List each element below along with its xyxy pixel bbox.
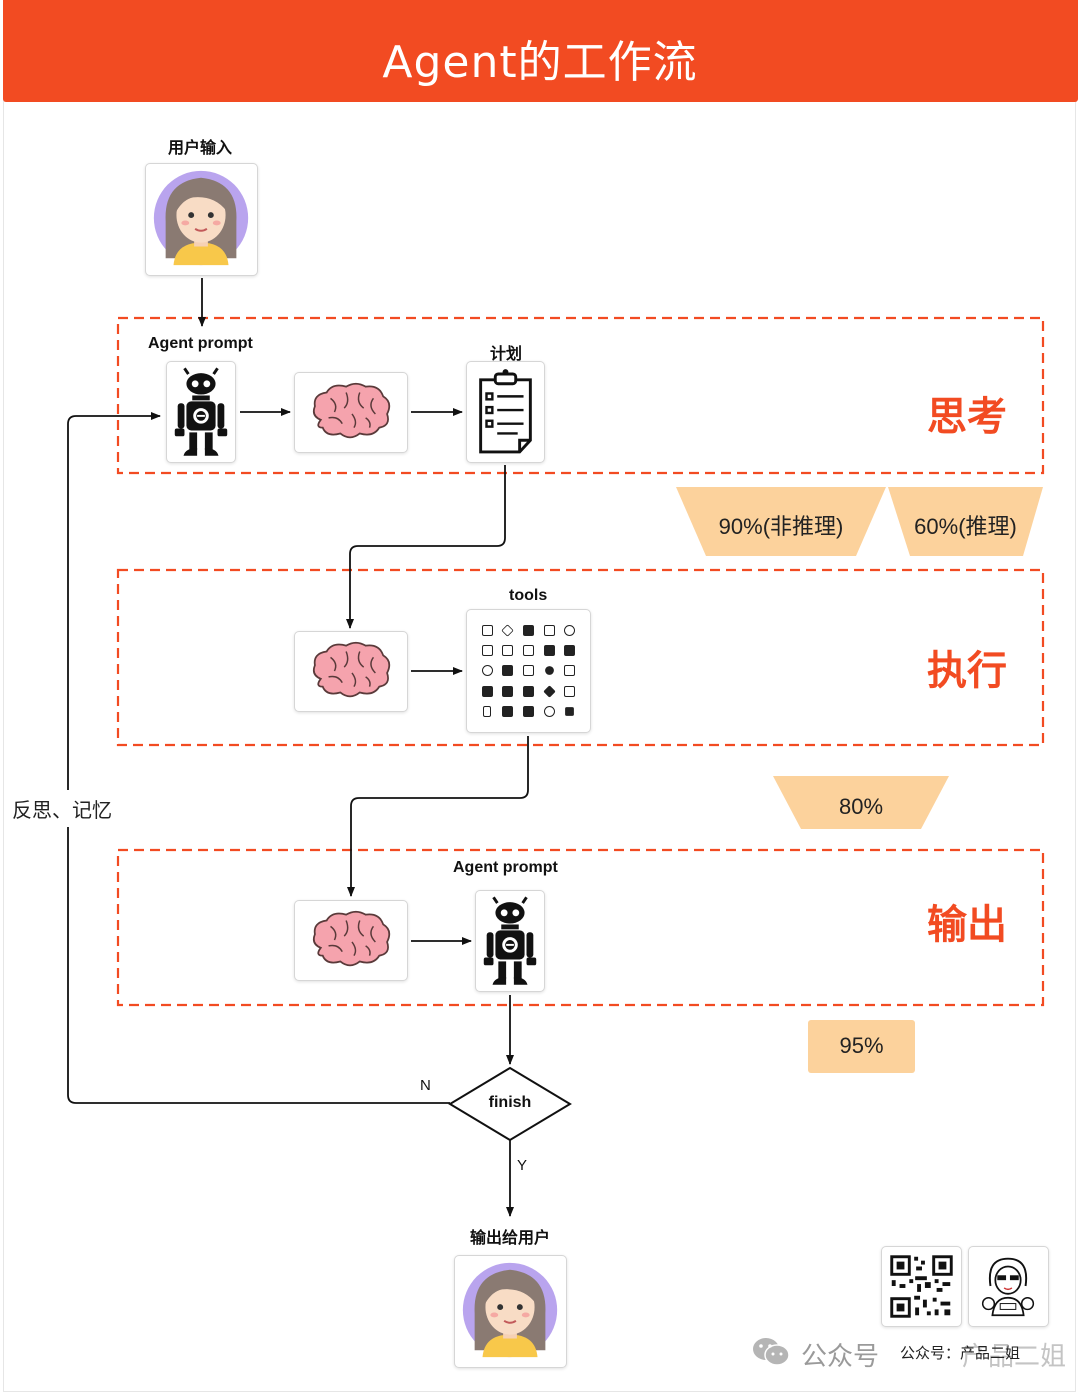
- phase-label-output: 输出: [927, 902, 1007, 948]
- rate-reasoning-text: 60%(推理): [914, 514, 1017, 539]
- agent-robot-card-top: [166, 361, 236, 463]
- branch-yes-label: Y: [517, 1157, 528, 1174]
- brain-card-execute: [294, 631, 408, 712]
- rate-non-reasoning-text: 90%(非推理): [718, 514, 844, 539]
- phase-label-execute: 执行: [927, 648, 1007, 694]
- user-avatar-card: [145, 163, 258, 276]
- brain-icon: [312, 382, 391, 439]
- watermark-account-text: 公众号：产品二姐: [900, 1345, 1021, 1362]
- watermark-wechat-text: 公众号: [801, 1341, 880, 1371]
- qr-code-card: [881, 1246, 962, 1327]
- phase-box-output: [116, 848, 1045, 1007]
- brain-card-output: [294, 900, 408, 981]
- cartoon-avatar-card: [968, 1246, 1049, 1327]
- agent-prompt-label-top: Agent prompt: [148, 335, 253, 352]
- brain-icon: [312, 641, 391, 698]
- phase-label-think: 思考: [927, 394, 1007, 440]
- qr-code-icon: [890, 1255, 953, 1318]
- agent-prompt-label-bottom: Agent prompt: [453, 859, 558, 876]
- user-input-label: 用户输入: [168, 140, 233, 157]
- user-avatar-icon: [462, 1262, 558, 1358]
- output-to-user-label: 输出给用户: [470, 1230, 551, 1247]
- finish-diamond: [448, 1066, 572, 1142]
- brain-icon: [312, 910, 391, 967]
- output-user-avatar-card: [454, 1255, 567, 1368]
- tools-grid-icon: [477, 620, 580, 722]
- feedback-loop-label: 反思、记忆: [12, 790, 112, 827]
- wechat-icon: [753, 1338, 790, 1366]
- finish-label: finish: [488, 1094, 532, 1111]
- robot-icon: [483, 896, 537, 985]
- branch-no-label: N: [420, 1077, 431, 1094]
- diagram-title: Agent的工作流: [382, 37, 698, 88]
- clipboard-plan-icon: [479, 369, 532, 454]
- phase-box-think: [116, 316, 1045, 475]
- watermark-account-faded: 产品二姐: [962, 1341, 1067, 1371]
- rate-badge-execute: 80%: [773, 776, 949, 829]
- arrow-plan-to-brain: [346, 465, 506, 629]
- title-banner: [3, 0, 1078, 102]
- cartoon-avatar-icon: [981, 1257, 1035, 1317]
- arrow-tools-to-brain: [347, 736, 529, 897]
- rate-badge-reasoning: 60%(推理): [888, 487, 1043, 556]
- rate-badge-output: 95%: [808, 1020, 915, 1073]
- rate-output-text: 95%: [839, 1033, 884, 1058]
- tools-label: tools: [509, 587, 548, 604]
- agent-robot-card-bottom: [475, 890, 545, 992]
- brain-card-think: [294, 372, 408, 453]
- rate-badge-non-reasoning: 90%(非推理): [676, 487, 886, 556]
- plan-label: 计划: [490, 346, 523, 363]
- robot-icon: [174, 367, 228, 456]
- diagram-frame: [3, 0, 1076, 1392]
- plan-card: [466, 361, 545, 463]
- phase-box-execute: [116, 568, 1045, 747]
- rate-execute-text: 80%: [838, 794, 884, 819]
- arrow-feedback-loop: [67, 412, 450, 1104]
- user-avatar-icon: [153, 170, 249, 266]
- tools-card: [466, 609, 591, 733]
